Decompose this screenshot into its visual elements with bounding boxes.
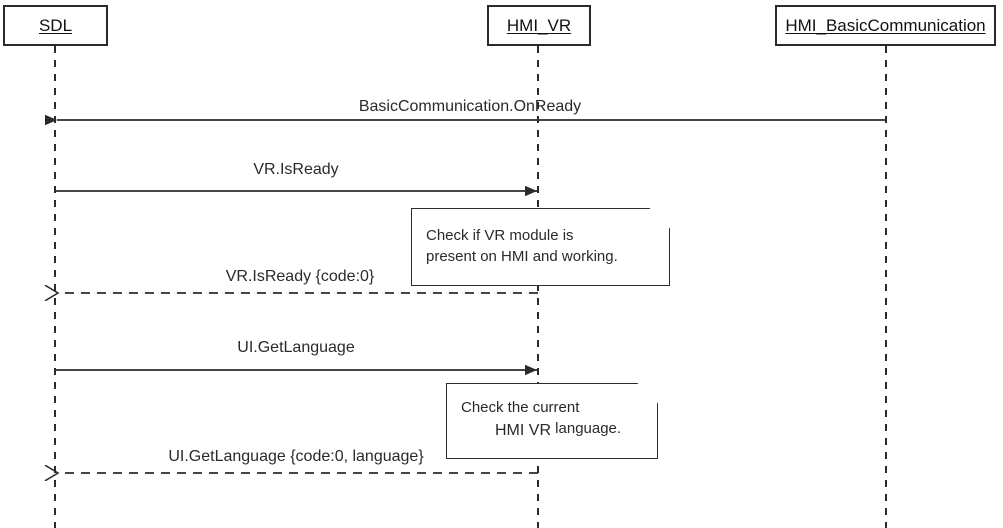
participant-hmi-basiccommunication[interactable]: HMI_BasicCommunication	[775, 5, 996, 46]
note-text: Check the current HMI VR language.	[461, 397, 641, 439]
message-label-2: VR.IsReady	[253, 161, 339, 178]
note-vr-module-check: Check if VR module is present on HMI and…	[412, 209, 669, 285]
participant-label: HMI_BasicCommunication	[785, 15, 986, 35]
participant-sdl[interactable]: SDL	[3, 5, 108, 46]
message-label-3: VR.IsReady {code:0}	[225, 268, 375, 285]
note-line-2: present on HMI and working.	[426, 248, 618, 265]
message-label-4: UI.GetLanguage	[237, 339, 355, 356]
note-line-1: Check if VR module is	[426, 227, 574, 244]
participant-label: SDL	[38, 15, 73, 35]
note-line-1: Check the current	[461, 399, 580, 416]
participant-label: HMI_VR	[506, 15, 572, 35]
note-current-language-check: Check the current HMI VR language.	[447, 384, 657, 458]
note-text: Check if VR module is present on HMI and…	[426, 225, 653, 267]
note-emphasis-hmi-vr: HMI VR	[495, 422, 551, 439]
message-label-5: UI.GetLanguage {code:0, language}	[168, 448, 424, 465]
participant-hmi-vr[interactable]: HMI_VR	[487, 5, 591, 46]
message-label-1: BasicCommunication.OnReady	[358, 98, 582, 115]
note-line-2-tail: language.	[555, 420, 622, 437]
note-line-2: HMI VR language.	[461, 418, 641, 439]
